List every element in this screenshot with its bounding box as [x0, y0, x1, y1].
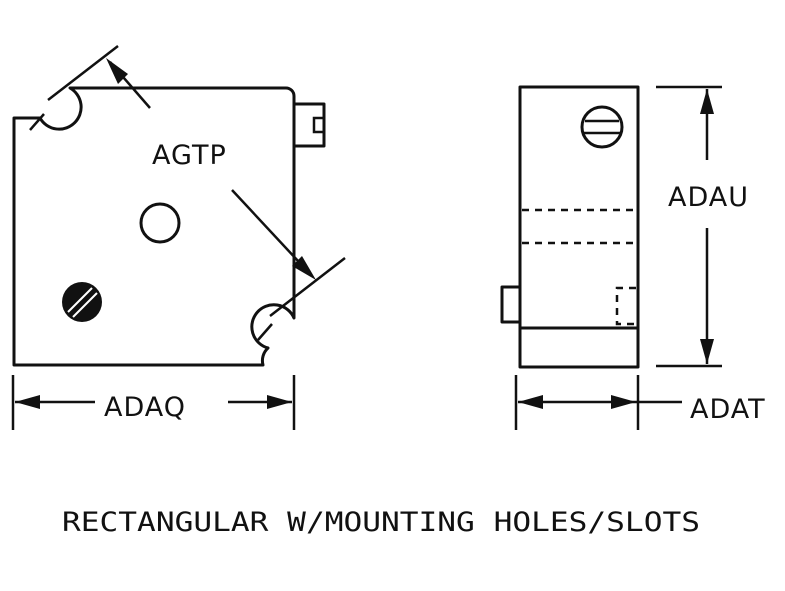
adat-right-arrowhead — [611, 395, 636, 409]
front-view-outline — [12, 86, 296, 367]
adau-label: ADAU — [668, 182, 749, 213]
side-view-body — [518, 85, 640, 369]
figure-caption: RECTANGULAR W/MOUNTING HOLES/SLOTS — [62, 507, 700, 538]
side-view-tab — [500, 285, 522, 324]
front-view: AGTP ADAQ — [11, 45, 346, 430]
adau-bottom-arrowhead — [700, 339, 714, 364]
lower-slot-centerline — [257, 323, 273, 341]
adaq-left-arrowhead — [15, 395, 40, 409]
tab-notch — [312, 116, 324, 134]
side-screw-head — [580, 105, 624, 149]
upper-slot-centerline — [29, 113, 45, 131]
front-view-tab — [292, 102, 326, 148]
adat-label: ADAT — [690, 394, 766, 425]
center-hole — [139, 202, 181, 244]
agtp-upper-extension — [47, 45, 119, 101]
adau-top-arrowhead — [700, 89, 714, 114]
agtp-label: AGTP — [152, 140, 227, 171]
agtp-upper-arrowhead — [106, 58, 128, 84]
screw-head — [62, 282, 102, 322]
agtp-lower-arrowhead — [292, 256, 316, 280]
adaq-label: ADAQ — [104, 392, 186, 423]
hidden-slot-outline — [615, 286, 636, 326]
adat-left-arrowhead — [518, 395, 543, 409]
agtp-lower-extension — [269, 257, 346, 317]
adaq-right-arrowhead — [267, 395, 292, 409]
side-view: ADAU ADAT — [500, 85, 766, 430]
